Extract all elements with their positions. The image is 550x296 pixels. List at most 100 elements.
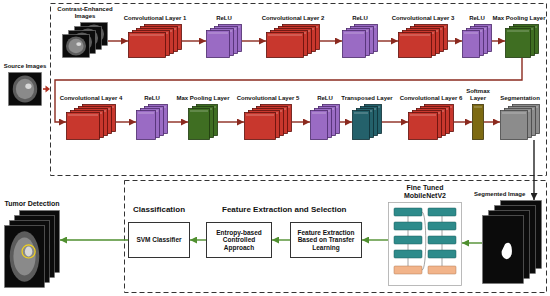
scan-frame: [69, 31, 96, 54]
node-figure: [244, 104, 292, 140]
flow-arrow: [168, 121, 188, 122]
scan-frame: [9, 73, 42, 106]
node-figure: [136, 104, 168, 140]
section-label: Classification: [133, 205, 185, 214]
node-heading: Fine Tuned MobileNetV2: [394, 184, 456, 200]
lesion-spot: [25, 246, 32, 256]
node-figure: [352, 104, 382, 140]
process-box: SVM Classifier: [128, 222, 190, 258]
network-block: [428, 266, 456, 274]
relu-layer: ReLU: [206, 24, 242, 58]
layer-slice: [343, 31, 366, 58]
layer-slice: [311, 111, 328, 140]
flow-arrow: [108, 40, 128, 41]
node-heading: Segmentation: [497, 95, 543, 102]
network-block: [394, 222, 422, 230]
node-heading: Convolutional Layer 2: [257, 15, 329, 22]
node-figure: [472, 104, 484, 140]
conv-layer: Convolutional Layer 3: [398, 24, 448, 58]
node-heading: ReLU: [462, 15, 492, 22]
segmented-image: Segmented Image: [482, 200, 542, 284]
block-link: [442, 258, 443, 266]
flow-arrow: [340, 121, 352, 122]
node-figure: [266, 24, 320, 58]
dashed-group: [51, 4, 547, 176]
conv-layer: Convolutional Layer 1: [128, 24, 182, 58]
layer-shine: [410, 114, 436, 116]
flow-arrow: [116, 121, 136, 122]
heading-group: ReLU: [343, 15, 377, 22]
node-heading: Convolutional Layer 1: [119, 15, 191, 22]
brain-outline: [66, 36, 86, 55]
node-heading: Convolutional Layer 6: [397, 95, 465, 102]
layer-shine: [312, 112, 326, 114]
layer-slice: [473, 105, 484, 140]
source-image: Source Images: [8, 72, 42, 106]
network-block: [394, 266, 422, 274]
heading-group: Convolutional Layer 1: [119, 15, 191, 22]
heading-group: Tumor Detection: [2, 200, 62, 208]
conv-layer: Convolutional Layer 6: [408, 104, 454, 140]
dashed-group: [125, 181, 547, 293]
node-heading: Source Images: [1, 63, 49, 70]
node-heading: Convolutional Layer 5: [233, 95, 303, 102]
flow-arrow: [218, 121, 244, 122]
layer-slice: [399, 33, 432, 58]
flow-arrow: [454, 121, 472, 122]
network-block: [428, 250, 456, 258]
heading-group: Source Images: [1, 63, 49, 70]
node-figure: [188, 104, 218, 140]
node-heading: ReLU: [310, 95, 340, 102]
flow-arrow: [448, 40, 462, 41]
relu-layer: ReLU: [136, 104, 168, 140]
network-figure: Fine Tuned MobileNetV2: [388, 202, 462, 286]
tumor-mask: [502, 243, 512, 259]
figure-frame: [389, 203, 462, 286]
relu-layer: ReLU: [342, 24, 378, 58]
layer-shine: [400, 34, 430, 36]
flow-arrow: [60, 239, 128, 240]
brain-tissue: [68, 39, 83, 53]
flow-arrow: [533, 140, 534, 200]
scan-frame: [5, 226, 45, 288]
network-block: [428, 222, 456, 230]
input-arrow-head: [46, 86, 51, 93]
flow-arrow: [272, 239, 290, 240]
node-figure: [310, 104, 340, 140]
heading-group: Max Pooling Layer: [175, 95, 231, 102]
heading-group: Convolutional Layer 5: [233, 95, 303, 102]
node-figure: [62, 22, 108, 58]
node-heading: Tumor Detection: [2, 200, 62, 208]
node-heading: ReLU: [136, 95, 168, 102]
flow-arrow: [382, 121, 408, 122]
heading-group: Fine Tuned MobileNetV2: [394, 184, 456, 200]
heading-group: Convolutional Layer 2: [257, 15, 329, 22]
conv-layer: Convolutional Layer 2: [266, 24, 320, 58]
node-heading: Softmax Layer: [462, 88, 494, 102]
layer-slice: [267, 33, 304, 58]
conv-layer: Convolutional Layer 4: [66, 104, 116, 140]
block-link: [408, 230, 409, 236]
node-figure: [388, 202, 462, 286]
block-link: [442, 230, 443, 236]
skip-link: [422, 212, 426, 270]
node-figure: [66, 104, 116, 140]
brain-outline: [10, 231, 40, 281]
section-label: Feature Extraction and Selection: [222, 205, 346, 214]
node-figure: [482, 200, 542, 284]
layer-shine: [464, 32, 478, 34]
node-heading: ReLU: [207, 15, 241, 22]
heading-group: Convolutional Layer 6: [397, 95, 465, 102]
node-heading: Convolutional Layer 3: [388, 15, 458, 22]
flow-arrow: [242, 40, 266, 41]
result-image: Tumor Detection: [4, 210, 60, 288]
node-figure: [206, 24, 242, 58]
relu-layer: ReLU: [462, 24, 492, 58]
node-figure: [8, 72, 42, 106]
layer-shine: [246, 114, 274, 116]
layer-shine: [354, 112, 368, 114]
layer-shine: [138, 112, 154, 114]
heading-group: ReLU: [462, 15, 492, 22]
box-label: SVM Classifier: [136, 236, 181, 243]
layer-slice: [189, 109, 210, 140]
